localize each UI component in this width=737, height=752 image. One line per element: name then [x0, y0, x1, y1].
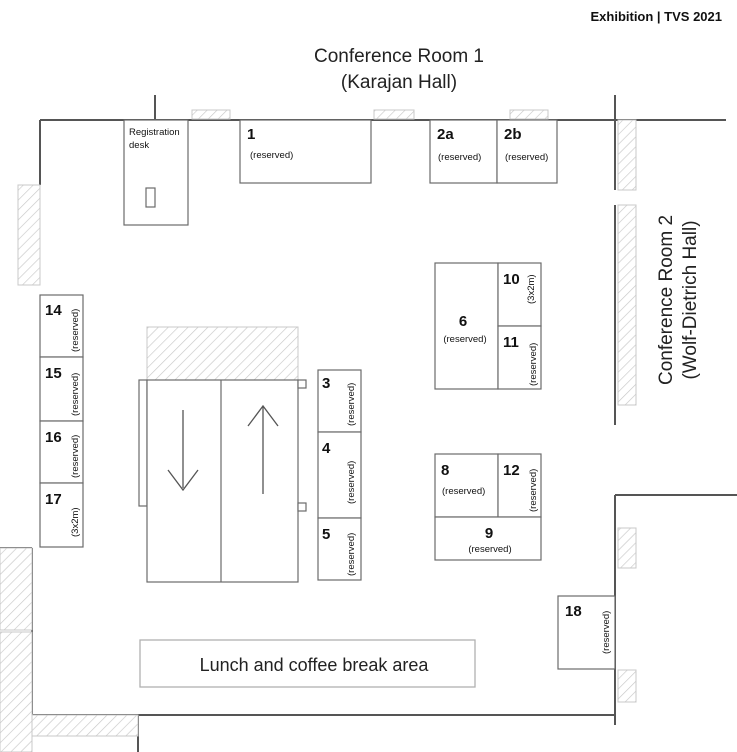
room2-label: Conference Room 2 (Wolf-Dietrich Hall)	[656, 215, 701, 385]
registration-desk: Registration desk	[123, 119, 189, 226]
arrow-down-icon	[167, 410, 199, 492]
booth-9-status: (reserved)	[468, 544, 511, 555]
room2-subtitle: (Wolf-Dietrich Hall)	[680, 220, 701, 379]
booth-5-number: 5	[322, 526, 330, 543]
booth-15-status: (reserved)	[70, 373, 81, 416]
registration-label-line2: desk	[129, 140, 149, 151]
booth-2a-status: (reserved)	[438, 152, 481, 163]
escalators	[138, 379, 307, 583]
booth-1-number: 1	[247, 126, 255, 143]
booth-9[interactable]: 9 (reserved)	[434, 516, 542, 561]
booth-8[interactable]: 8 (reserved)	[434, 453, 499, 518]
booth-14-status: (reserved)	[70, 309, 81, 352]
lunch-area: Lunch and coffee break area	[139, 639, 476, 688]
booth-3-status: (reserved)	[346, 383, 357, 426]
booth-3[interactable]: 3 (reserved)	[317, 369, 362, 433]
booth-18-status: (reserved)	[601, 611, 612, 654]
lunch-area-label: Lunch and coffee break area	[200, 655, 430, 675]
booth-2a[interactable]: 2a (reserved)	[429, 119, 498, 184]
room1-name: Conference Room 1	[314, 46, 484, 67]
booth-12[interactable]: 12 (reserved)	[497, 453, 542, 518]
booth-6-status: (reserved)	[443, 334, 486, 345]
booth-4-status: (reserved)	[346, 461, 357, 504]
booth-2b-status: (reserved)	[505, 152, 548, 163]
booth-11-number: 11	[503, 334, 519, 351]
booth-12-status: (reserved)	[528, 469, 539, 512]
booth-1[interactable]: 1 (reserved)	[239, 119, 372, 184]
booth-4-number: 4	[322, 440, 331, 457]
booth-5-status: (reserved)	[346, 533, 357, 576]
booth-17[interactable]: 17 (3x2m)	[39, 482, 84, 548]
booth-15[interactable]: 15 (reserved)	[39, 356, 84, 422]
booth-2b[interactable]: 2b (reserved)	[496, 119, 558, 184]
exhibition-title: Exhibition | TVS 2021	[590, 9, 722, 24]
booth-6[interactable]: 6 (reserved)	[434, 262, 499, 390]
booth-10[interactable]: 10 (3x2m)	[497, 262, 542, 327]
booth-1-status: (reserved)	[250, 150, 293, 161]
booth-2a-number: 2a	[437, 126, 454, 143]
hatched-openings	[0, 109, 637, 752]
booth-6-number: 6	[459, 313, 467, 330]
booth-16-status: (reserved)	[70, 435, 81, 478]
room2-name: Conference Room 2	[656, 215, 677, 385]
booth-17-status: (3x2m)	[70, 507, 81, 537]
booth-16[interactable]: 16 (reserved)	[39, 420, 84, 484]
booth-18-number: 18	[565, 603, 582, 620]
booth-8-number: 8	[441, 462, 449, 479]
booth-16-number: 16	[45, 429, 62, 446]
booth-9-number: 9	[485, 525, 493, 542]
booth-12-number: 12	[503, 462, 520, 479]
registration-label-line1: Registration	[129, 127, 180, 138]
booth-11[interactable]: 11 (reserved)	[497, 325, 542, 390]
booth-2b-number: 2b	[504, 126, 522, 143]
booth-18[interactable]: 18 (reserved)	[557, 595, 616, 670]
booth-17-number: 17	[45, 491, 62, 508]
booth-4[interactable]: 4 (reserved)	[317, 431, 362, 519]
booth-3-number: 3	[322, 375, 330, 392]
booth-5[interactable]: 5 (reserved)	[317, 517, 362, 581]
booth-15-number: 15	[45, 365, 62, 382]
room1-subtitle: (Karajan Hall)	[341, 72, 457, 93]
booth-8-status: (reserved)	[442, 486, 485, 497]
booth-10-number: 10	[503, 271, 520, 288]
booth-14-number: 14	[45, 302, 62, 319]
booth-11-status: (reserved)	[528, 343, 539, 386]
booth-10-status: (3x2m)	[526, 274, 537, 304]
arrow-up-icon	[247, 404, 279, 494]
booth-14[interactable]: 14 (reserved)	[39, 294, 84, 358]
